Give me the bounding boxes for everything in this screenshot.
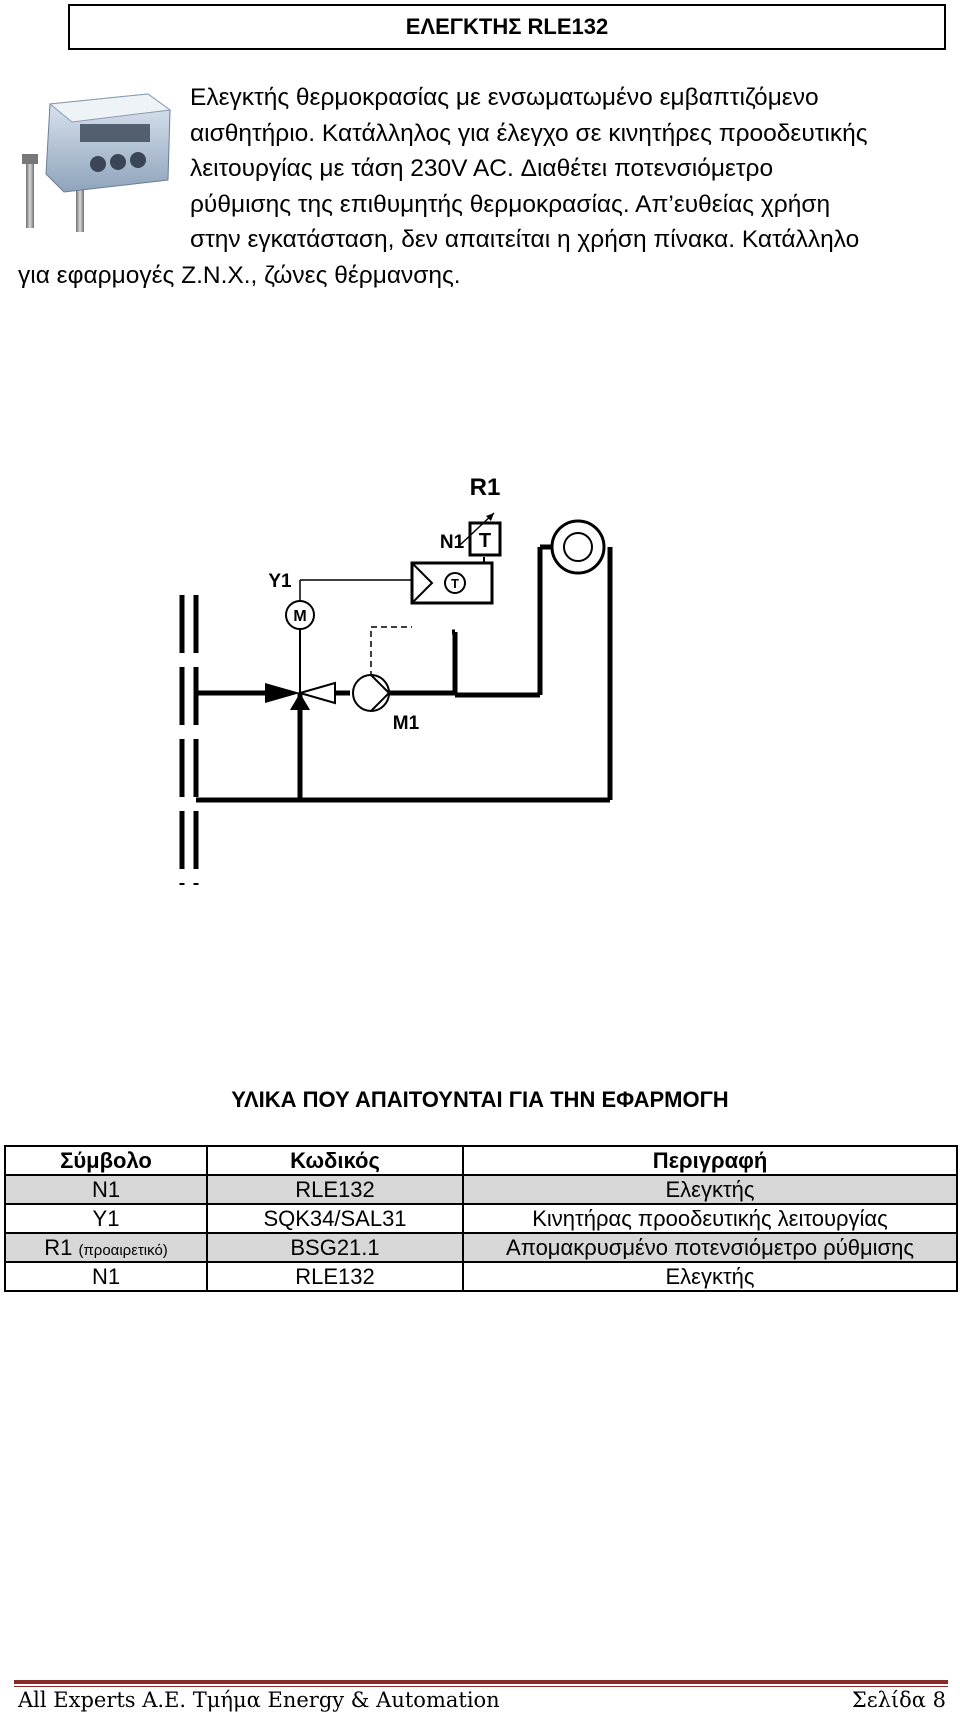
cell-description: Απομακρυσμένο ποτενσιόμετρο ρύθμισης — [462, 1232, 958, 1263]
sensor-t-label: T — [479, 530, 491, 552]
controller-t-label: T — [451, 576, 459, 591]
description-line: στην εγκατάσταση, δεν απαιτείται η χρήση… — [190, 226, 860, 253]
materials-heading: ΥΛΙΚΑ ΠΟΥ ΑΠΑΙΤΟΥΝΤΑΙ ΓΙΑ ΤΗΝ ΕΦΑΡΜΟΓΗ — [231, 1087, 729, 1112]
m1-label: M1 — [393, 713, 420, 734]
table-row: N1 RLE132 Ελεγκτής — [4, 1261, 958, 1292]
cell-code: RLE132 — [206, 1174, 464, 1205]
description-line: για εφαρμογές Ζ.Ν.Χ., ζώνες θέρμανσης. — [18, 261, 461, 289]
column-header-symbol: Σύμβολο — [4, 1145, 208, 1176]
description-line: αισθητήριο. Κατάλληλος για έλεγχο σε κιν… — [190, 119, 868, 147]
table-row: N1 RLE132 Ελεγκτής — [4, 1174, 958, 1205]
valve-actuator-motor — [285, 600, 315, 630]
cell-symbol: R1 (προαιρετικό) — [4, 1232, 208, 1263]
y1-label: Y1 — [268, 571, 292, 592]
footer-rule — [14, 1680, 948, 1687]
remote-setpoint-r1 — [459, 512, 502, 557]
table-header-row: Σύμβολο Κωδικός Περιγραφή — [4, 1145, 958, 1176]
r1-label: R1 — [470, 474, 501, 501]
materials-table: Σύμβολο Κωδικός Περιγραφή N1 RLE132 Ελεγ… — [4, 1145, 958, 1292]
cell-symbol: Y1 — [4, 1203, 208, 1234]
cell-code: BSG21.1 — [206, 1232, 464, 1263]
description: Ελεγκτής θερμοκρασίας με ενσωματωμένο εμ… — [18, 80, 938, 293]
cell-symbol: N1 — [4, 1174, 208, 1205]
description-line: λειτουργίας με τάση 230V AC. Διαθέτει πο… — [190, 155, 774, 182]
cell-description: Κινητήρας προοδευτικής λειτουργίας — [462, 1203, 958, 1234]
description-line: Ελεγκτής θερμοκρασίας με ενσωματωμένο εμ… — [190, 84, 819, 111]
footer-page-number: Σελίδα 8 — [851, 1688, 946, 1712]
actuator-m-label: M — [293, 608, 306, 625]
n1-label: N1 — [440, 532, 465, 553]
controller-n1 — [410, 561, 494, 605]
table-row: R1 (προαιρετικό) BSG21.1 Απομακρυσμένο π… — [4, 1232, 958, 1263]
optional-note: (προαιρετικό) — [78, 1241, 168, 1259]
cell-code: RLE132 — [206, 1261, 464, 1292]
cell-description: Ελεγκτής — [462, 1261, 958, 1292]
page-title: ΕΛΕΓΚΤΗΣ RLE132 — [68, 4, 946, 50]
cell-description: Ελεγκτής — [462, 1174, 958, 1205]
description-line: ρύθμισης της επιθυμητής θερμοκρασίας. Απ… — [190, 190, 831, 218]
hydraulic-diagram: M T T R1 N1 Y1 M1 — [179, 474, 613, 885]
controller-product-photo — [22, 93, 172, 232]
heat-consumer — [550, 519, 606, 575]
mixing-valve-y1 — [265, 630, 336, 710]
circulation-pump-m1 — [352, 674, 390, 712]
footer-company: All Experts A.E. Τμήμα Energy & Automati… — [18, 1688, 500, 1712]
cell-symbol: N1 — [4, 1261, 208, 1292]
page-title-text: ΕΛΕΓΚΤΗΣ RLE132 — [405, 14, 609, 39]
table-row: Y1 SQK34/SAL31 Κινητήρας προοδευτικής λε… — [4, 1203, 958, 1234]
column-header-description: Περιγραφή — [462, 1145, 958, 1176]
column-header-code: Κωδικός — [206, 1145, 464, 1176]
cell-code: SQK34/SAL31 — [206, 1203, 464, 1234]
